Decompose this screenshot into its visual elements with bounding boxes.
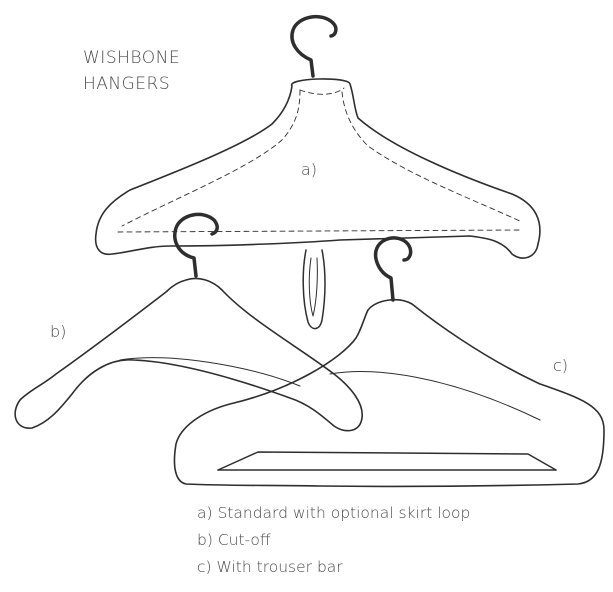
hanger-c-body: [174, 300, 604, 487]
hanger-a-hook: [292, 17, 336, 76]
hanger-b: [15, 214, 362, 430]
legend-item-b: b) Cut-off: [197, 527, 470, 554]
hanger-b-inner-line: [120, 358, 300, 386]
hanger-c-hook: [376, 238, 411, 300]
label-a: a): [301, 160, 317, 179]
hanger-c-trouser-bar: [218, 452, 556, 470]
title-line-1: WISHBONE: [83, 45, 180, 71]
hanger-a-inner-line: [300, 88, 344, 94]
legend-item-a: a) Standard with optional skirt loop: [197, 500, 470, 527]
diagram-title: WISHBONE HANGERS: [83, 45, 180, 97]
hanger-a-skirt-loop-inner: [309, 258, 317, 316]
legend: a) Standard with optional skirt loop b) …: [197, 500, 470, 581]
hanger-a-inner-line: [118, 230, 520, 232]
title-line-2: HANGERS: [83, 71, 180, 97]
hanger-a-skirt-loop: [303, 250, 325, 329]
hanger-c: [174, 238, 604, 486]
label-b: b): [50, 322, 66, 341]
label-c: c): [553, 356, 568, 375]
hanger-a-inner-line: [122, 90, 300, 226]
hanger-a-inner-line: [342, 92, 522, 222]
legend-item-c: c) With trouser bar: [197, 554, 470, 581]
